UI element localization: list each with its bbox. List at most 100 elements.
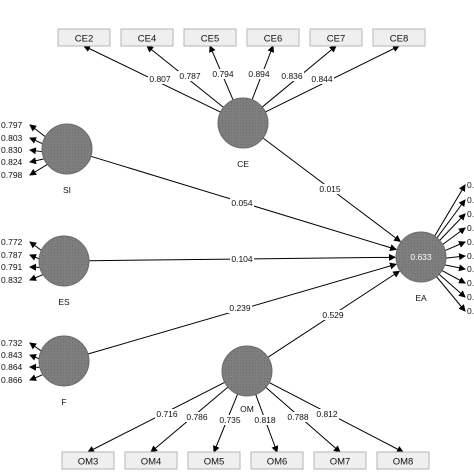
loading-label-bg — [178, 71, 202, 81]
spoke-arrow-ea — [434, 184, 466, 237]
loading-value-om6: 0.818 — [254, 415, 276, 425]
path-coefficient-bg — [230, 198, 254, 208]
spoke-arrow-ea — [445, 253, 466, 261]
loading-label-bg — [218, 415, 242, 425]
spoke-arrow-ea — [436, 276, 466, 312]
indicator-box-om8[interactable] — [376, 451, 430, 470]
spoke-loading-si: 0.824 — [1, 157, 23, 167]
spoke-loading-es: 0.772 — [1, 237, 23, 247]
path-coefficient-ce-ea: 0.015 — [319, 184, 341, 194]
construct-label-si: SI — [63, 185, 71, 195]
construct-f[interactable] — [38, 335, 90, 387]
loading-value-ce8: 0.844 — [311, 74, 333, 84]
spoke-loading-ea: 0.7 — [467, 306, 474, 316]
spoke-loading-si: 0.798 — [1, 170, 23, 180]
indicator-box-ce5[interactable] — [183, 28, 237, 47]
indicator-label-om7: OM7 — [330, 457, 351, 468]
spoke-loading-ea: 0.8 — [467, 195, 474, 205]
indicator-label-ce4: CE4 — [138, 34, 156, 45]
spoke-arrow-f — [29, 342, 42, 352]
loading-value-ce4: 0.787 — [179, 71, 201, 81]
spoke-loading-ea: 0.7 — [467, 278, 474, 288]
loading-label-bg — [280, 71, 304, 81]
spoke-loading-f: 0.732 — [1, 338, 23, 348]
indicator-label-ce2: CE2 — [75, 34, 93, 45]
path-coefficient-bg — [318, 184, 342, 194]
loading-label-bg — [253, 415, 277, 425]
loading-value-om3: 0.716 — [156, 409, 178, 419]
path-coefficient-f-ea: 0.239 — [229, 303, 251, 313]
construct-ea[interactable] — [395, 231, 447, 283]
path-coefficient-om-ea: 0.529 — [322, 310, 344, 320]
construct-ce[interactable] — [217, 97, 269, 149]
spoke-loading-ea: 0.7 — [467, 292, 474, 302]
label-layer: CE2 0.807 CE4 0.787 CE5 0.794 CE6 0.894 CE7 0.836… — [1, 34, 474, 468]
loading-value-ce5: 0.794 — [212, 69, 234, 79]
indicator-box-ce2[interactable] — [57, 28, 111, 47]
spoke-loading-es: 0.832 — [1, 275, 23, 285]
spoke-loading-ea: 0.7 — [467, 251, 474, 261]
spoke-arrow-f — [29, 354, 40, 361]
construct-om[interactable] — [221, 345, 273, 397]
indicator-box-om3[interactable] — [61, 451, 115, 470]
indicator-box-om5[interactable] — [187, 451, 241, 470]
construct-si[interactable] — [41, 123, 93, 175]
indicator-label-om5: OM5 — [204, 457, 225, 468]
spoke-arrow-es — [29, 274, 44, 281]
loading-value-ce7: 0.836 — [281, 71, 303, 81]
spoke-loading-si: 0.797 — [1, 120, 23, 130]
spoke-loading-ea: 0.8 — [467, 209, 474, 219]
construct-label-ea: EA — [415, 293, 427, 303]
construct-label-f: F — [61, 397, 66, 407]
path-coefficient-es-ea: 0.104 — [231, 254, 253, 264]
spoke-loading-f: 0.843 — [1, 350, 23, 360]
loading-label-bg — [247, 69, 271, 79]
spoke-arrow-si — [29, 147, 43, 155]
path-coefficient-si-ea: 0.054 — [231, 198, 253, 208]
loading-value-om8: 0.812 — [316, 409, 338, 419]
loading-value-ce2: 0.807 — [149, 74, 171, 84]
ea-r-squared: 0.633 — [410, 252, 432, 262]
construct-label-ce: CE — [237, 159, 249, 169]
indicator-label-om4: OM4 — [141, 457, 162, 468]
node-layer — [38, 28, 447, 470]
spoke-arrow-ea — [439, 213, 466, 241]
path-coefficient-bg — [230, 254, 254, 264]
spoke-arrow-es — [29, 241, 42, 251]
loading-label-bg — [185, 412, 209, 422]
spoke-loading-ea: 0.78 — [467, 264, 474, 274]
spoke-arrow-ea — [441, 270, 466, 284]
spoke-loading-ea: 0.7 — [467, 223, 474, 233]
indicator-label-ce5: CE5 — [201, 34, 219, 45]
loading-value-ce6: 0.894 — [248, 69, 270, 79]
indicator-label-om3: OM3 — [78, 457, 99, 468]
spoke-loading-f: 0.866 — [1, 375, 23, 385]
spoke-arrow-ea — [438, 273, 466, 298]
spoke-arrow-es — [29, 254, 40, 261]
construct-es[interactable] — [38, 235, 90, 287]
construct-label-om: OM — [240, 404, 254, 414]
indicator-label-om6: OM6 — [267, 457, 288, 468]
path-coefficient-bg — [321, 310, 345, 320]
spoke-loading-ea: 0.8 — [467, 180, 474, 190]
indicator-label-ce6: CE6 — [264, 34, 282, 45]
loading-label-bg — [211, 69, 235, 79]
loading-label-bg — [286, 412, 310, 422]
spoke-arrow-ea — [444, 264, 466, 272]
indicator-box-om4[interactable] — [124, 451, 178, 470]
indicator-label-ce7: CE7 — [327, 34, 345, 45]
loading-label-bg — [155, 409, 179, 419]
indicator-box-ce4[interactable] — [120, 28, 174, 47]
indicator-box-om6[interactable] — [250, 451, 304, 470]
spoke-arrow-si — [29, 137, 43, 145]
spoke-loading-f: 0.864 — [1, 362, 23, 372]
indicator-box-ce7[interactable] — [309, 28, 363, 47]
indicator-box-ce6[interactable] — [246, 28, 300, 47]
spoke-arrow-ea — [442, 227, 466, 245]
loading-value-om5: 0.735 — [219, 415, 241, 425]
indicator-box-ce8[interactable] — [372, 28, 426, 47]
spoke-arrow-si — [29, 163, 48, 176]
construct-label-es: ES — [58, 297, 70, 307]
indicator-box-om7[interactable] — [313, 451, 367, 470]
